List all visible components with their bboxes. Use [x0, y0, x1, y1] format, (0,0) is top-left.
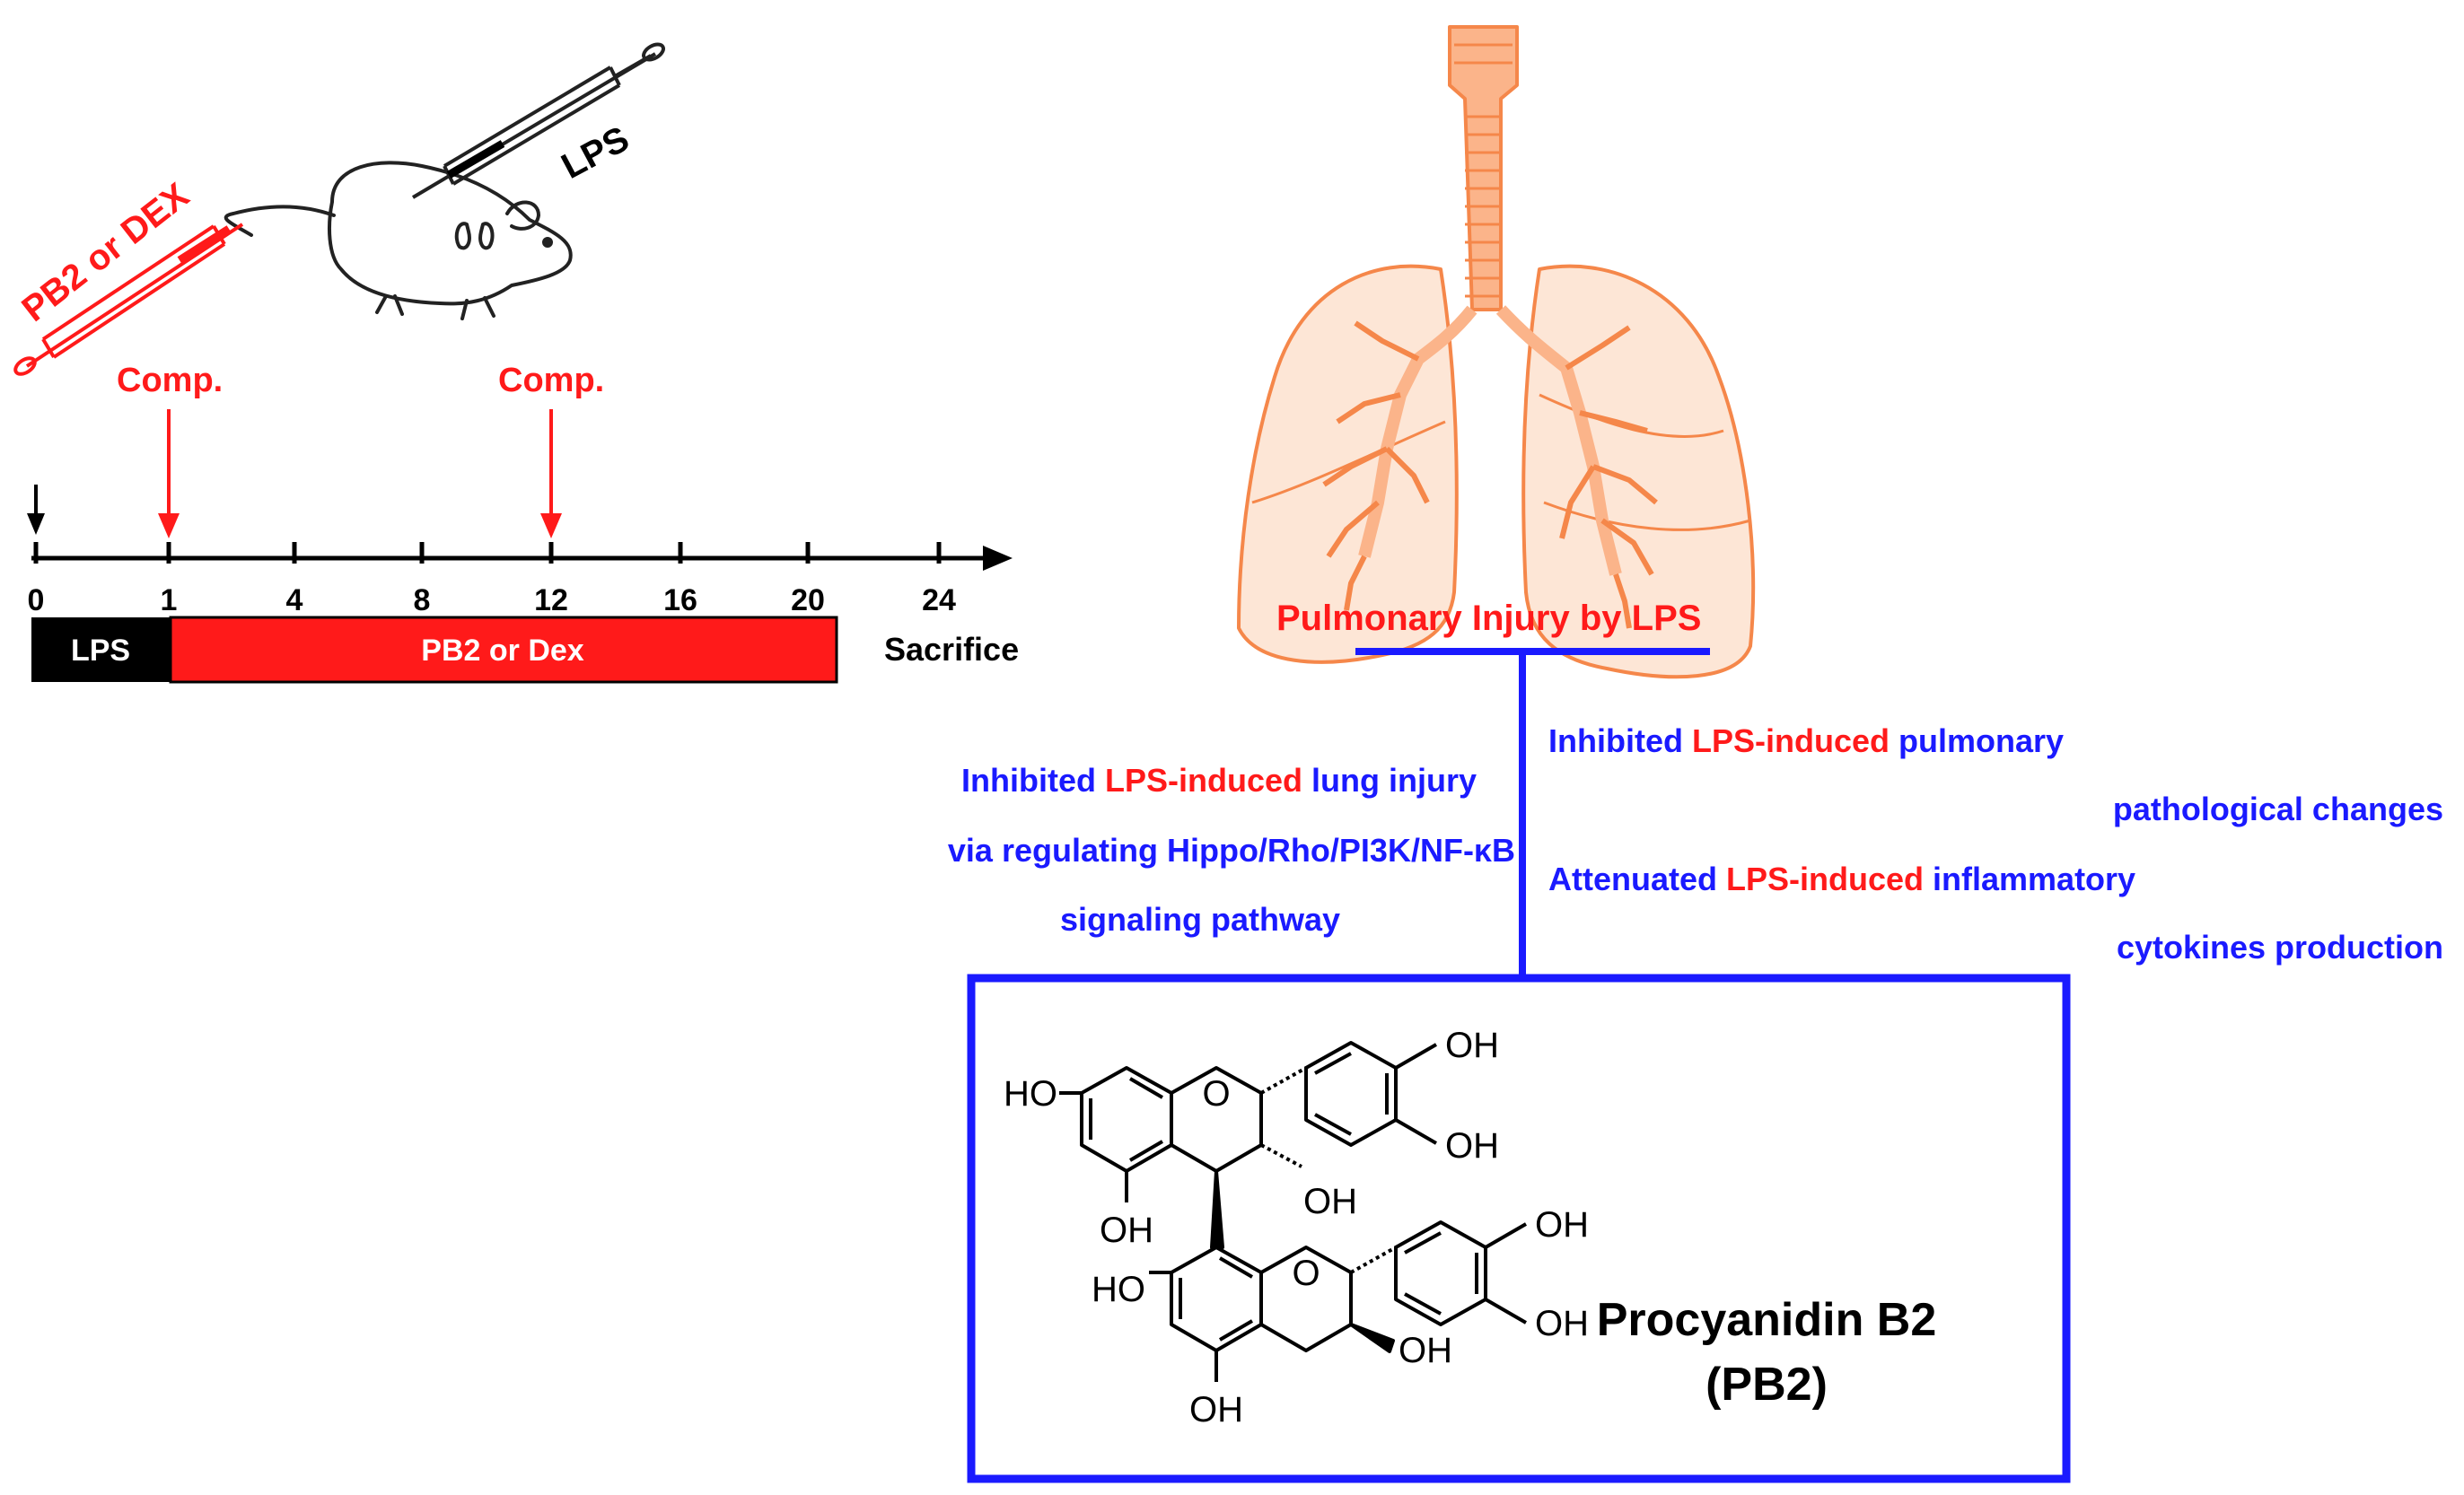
tick-label: 0 — [28, 583, 45, 617]
chem-label: OH — [1399, 1331, 1452, 1370]
right-effect-line-3: Attenuated LPS-induced inflammatory — [1548, 861, 2135, 897]
compound-abbr: (PB2) — [1706, 1359, 1828, 1411]
chem-label: OH — [1100, 1211, 1153, 1250]
chem-label: OH — [1303, 1182, 1357, 1221]
comp-label-12: Comp. — [498, 362, 604, 399]
chem-label: OH — [1445, 1026, 1499, 1065]
right-effect-line-1: Inhibited LPS-induced pulmonary — [1548, 722, 2064, 759]
chem-label: O — [1202, 1074, 1230, 1114]
mouse-icon — [224, 161, 573, 320]
timeline-ticks — [33, 542, 942, 564]
start-arrow — [27, 485, 45, 535]
connector-lines — [1355, 648, 1710, 978]
lung-title: Pulmonary Injury by LPS — [1276, 599, 1701, 638]
comp-arrow-12 — [540, 409, 562, 538]
compound-name: Procyanidin B2 — [1597, 1294, 1937, 1346]
bar-label-lps: LPS — [71, 634, 130, 668]
left-effect-line-2: via regulating Hippo/Rho/PI3K/NF-κB — [948, 832, 1515, 869]
bar-label-pb2: PB2 or Dex — [421, 634, 583, 668]
lps-syringe-icon — [411, 42, 665, 199]
left-effect-line-1: Inhibited LPS-induced lung injury — [961, 762, 1477, 799]
tick-label: 20 — [791, 583, 825, 617]
lungs-icon — [1237, 25, 1756, 679]
chem-label: HO — [1092, 1270, 1145, 1309]
tick-label: 8 — [414, 583, 431, 617]
tick-label: 4 — [286, 583, 303, 617]
treatment-bar — [31, 616, 838, 684]
left-effect-line-3: signaling pathway — [1060, 901, 1340, 938]
tick-label: 24 — [922, 583, 956, 617]
compound-box — [967, 974, 2071, 1483]
tick-label: 12 — [534, 583, 568, 617]
chem-label: O — [1292, 1254, 1320, 1293]
chem-label: OH — [1445, 1126, 1499, 1166]
timeline-axis — [31, 546, 1013, 571]
comp-arrow-1 — [158, 409, 180, 538]
chem-label: OH — [1189, 1390, 1243, 1429]
right-effect-line-2: pathological changes — [2113, 791, 2443, 827]
chem-label: HO — [1004, 1074, 1057, 1114]
tick-label: 16 — [663, 583, 697, 617]
comp-label-1: Comp. — [117, 362, 223, 399]
syringe-label-lps: LPS — [556, 119, 636, 187]
sacrifice-label: Sacrifice — [884, 631, 1019, 668]
pb2-syringe-icon — [13, 223, 244, 376]
right-effect-line-4: cytokines production — [2117, 929, 2443, 966]
procyanidin-b2-structure — [1059, 1041, 1528, 1382]
chem-label: OH — [1535, 1205, 1589, 1245]
chem-label: OH — [1535, 1304, 1589, 1343]
tick-label: 1 — [161, 583, 178, 617]
syringe-label-pb2: PB2 or DEX — [14, 175, 197, 329]
